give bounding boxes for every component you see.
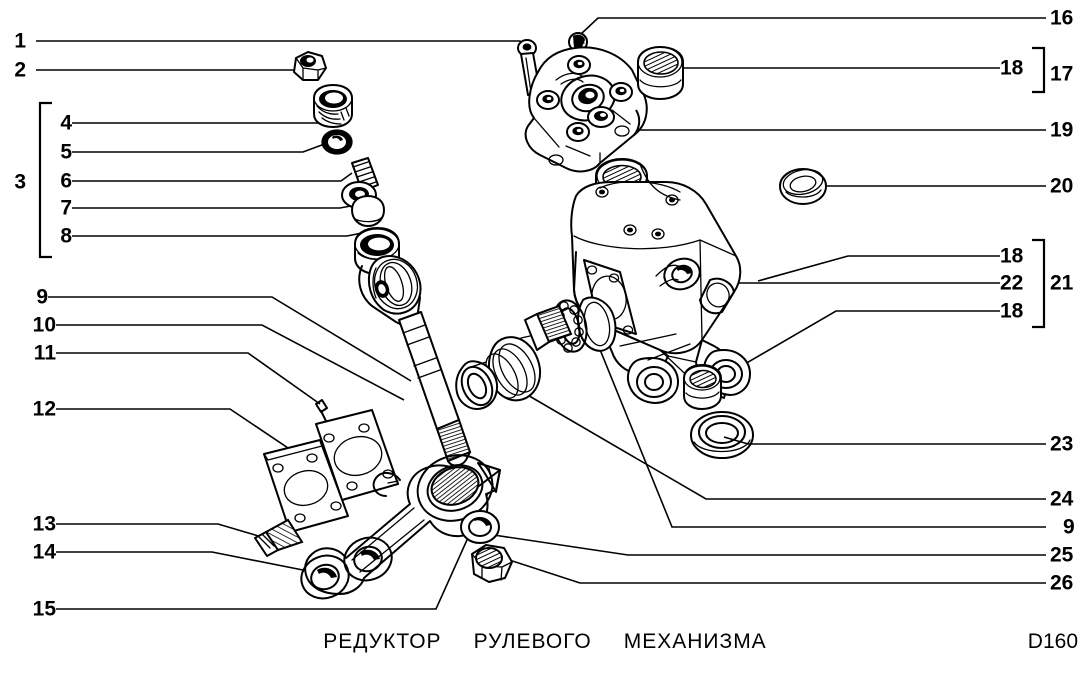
part-washer bbox=[321, 129, 353, 155]
caption-word-1: РЕДУКТОР bbox=[323, 630, 442, 653]
part-bearing-race-18-lower bbox=[683, 364, 722, 410]
caption-word-3: МЕХАНИЗМА bbox=[623, 630, 767, 653]
callout-7[interactable]: 7 bbox=[60, 196, 72, 220]
part-cover-bolt bbox=[254, 518, 304, 557]
part-lock-nut bbox=[293, 51, 327, 81]
callout-1[interactable]: 1 bbox=[14, 29, 26, 53]
callout-26[interactable]: 26 bbox=[1050, 571, 1074, 595]
part-sector-shaft bbox=[354, 227, 472, 467]
callout-17[interactable]: 17 bbox=[1050, 62, 1074, 86]
callout-23[interactable]: 23 bbox=[1050, 432, 1074, 456]
callout-6[interactable]: 6 bbox=[60, 169, 72, 193]
callout-22[interactable]: 22 bbox=[1000, 271, 1024, 295]
callout-20[interactable]: 20 bbox=[1050, 174, 1074, 198]
callout-11[interactable]: 11 bbox=[33, 341, 56, 365]
group-brackets bbox=[38, 46, 1046, 329]
part-side-cover-plate bbox=[263, 439, 349, 533]
callout-25[interactable]: 25 bbox=[1050, 543, 1074, 567]
part-pitman-arm bbox=[300, 454, 501, 600]
part-gear-housing bbox=[570, 158, 751, 404]
part-ball-cap bbox=[351, 195, 385, 227]
callout-24[interactable]: 24 bbox=[1050, 487, 1074, 511]
part-oil-seal-20 bbox=[779, 168, 827, 205]
caption-word-2: РУЛЕВОГО bbox=[473, 630, 592, 653]
callout-19[interactable]: 19 bbox=[1050, 118, 1074, 142]
callout-8[interactable]: 8 bbox=[60, 224, 72, 248]
callout-9[interactable]: 9 bbox=[36, 285, 48, 309]
callout-18-mid-top[interactable]: 18 bbox=[1000, 244, 1024, 268]
callout-5[interactable]: 5 bbox=[60, 140, 72, 164]
callout-15[interactable]: 15 bbox=[32, 597, 56, 621]
callout-10[interactable]: 10 bbox=[32, 313, 56, 337]
callout-14[interactable]: 14 bbox=[32, 540, 56, 564]
callout-18-mid-bot[interactable]: 18 bbox=[1000, 299, 1024, 323]
callout-18-upper[interactable]: 18 bbox=[1000, 56, 1024, 80]
callout-2[interactable]: 2 bbox=[14, 58, 26, 82]
callout-21[interactable]: 21 bbox=[1050, 271, 1074, 295]
figure-caption: РЕДУКТОР РУЛЕВОГО МЕХАНИЗМА bbox=[0, 630, 1090, 654]
part-bearing-race-ring bbox=[313, 84, 353, 128]
part-oil-seal-23 bbox=[690, 411, 754, 459]
part-upper-cover-body bbox=[524, 46, 648, 173]
callout-12[interactable]: 12 bbox=[32, 397, 56, 421]
callout-13[interactable]: 13 bbox=[32, 512, 56, 536]
callout-3[interactable]: 3 bbox=[14, 170, 26, 194]
callout-9-right[interactable]: 9 bbox=[1063, 515, 1075, 539]
part-lock-washer bbox=[460, 510, 500, 544]
callout-16[interactable]: 16 bbox=[1050, 6, 1074, 30]
part-worm-shaft-24 bbox=[455, 304, 573, 410]
part-castle-nut bbox=[471, 544, 513, 583]
figure-code: D160 bbox=[1027, 630, 1078, 653]
callout-4[interactable]: 4 bbox=[60, 111, 72, 135]
part-bearing-race-17 bbox=[637, 46, 684, 100]
